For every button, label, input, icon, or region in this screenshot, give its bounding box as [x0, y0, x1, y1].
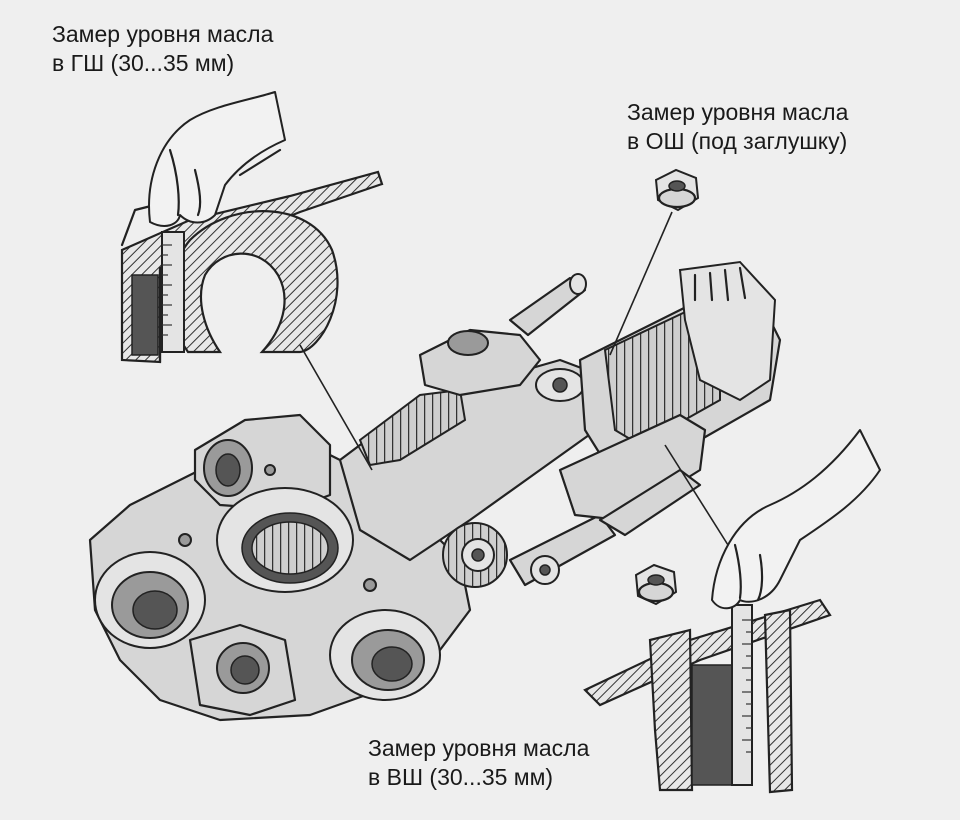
vsh-caption-line1: Замер уровня масла	[368, 735, 590, 761]
central-housing	[338, 273, 617, 588]
osh-leader-line	[609, 211, 673, 356]
vsh-leader-line	[664, 444, 729, 546]
vsh-oil-level-caption: Замер уровня масла в ВШ (30...35 мм)	[368, 734, 589, 792]
gsh-section-inset	[120, 91, 384, 364]
vsh-caption-line2: в ВШ (30...35 мм)	[368, 764, 554, 790]
gsh-leader-line	[299, 344, 373, 471]
osh-plug	[654, 168, 700, 212]
gsh-oil-level-caption: Замер уровня масла в ГШ (30...35 мм)	[52, 20, 273, 78]
vsh-plug	[634, 563, 678, 606]
osh-oil-level-caption: Замер уровня масла в ОШ (под заглушку)	[627, 98, 848, 156]
vsh-section-inset	[583, 429, 881, 794]
right-cylinder-housing	[558, 168, 782, 606]
osh-caption-line1: Замер уровня масла	[627, 99, 849, 125]
gsh-caption-line2: в ГШ (30...35 мм)	[52, 50, 235, 76]
osh-caption-line2: в ОШ (под заглушку)	[627, 128, 848, 154]
gsh-caption-line1: Замер уровня масла	[52, 21, 274, 47]
